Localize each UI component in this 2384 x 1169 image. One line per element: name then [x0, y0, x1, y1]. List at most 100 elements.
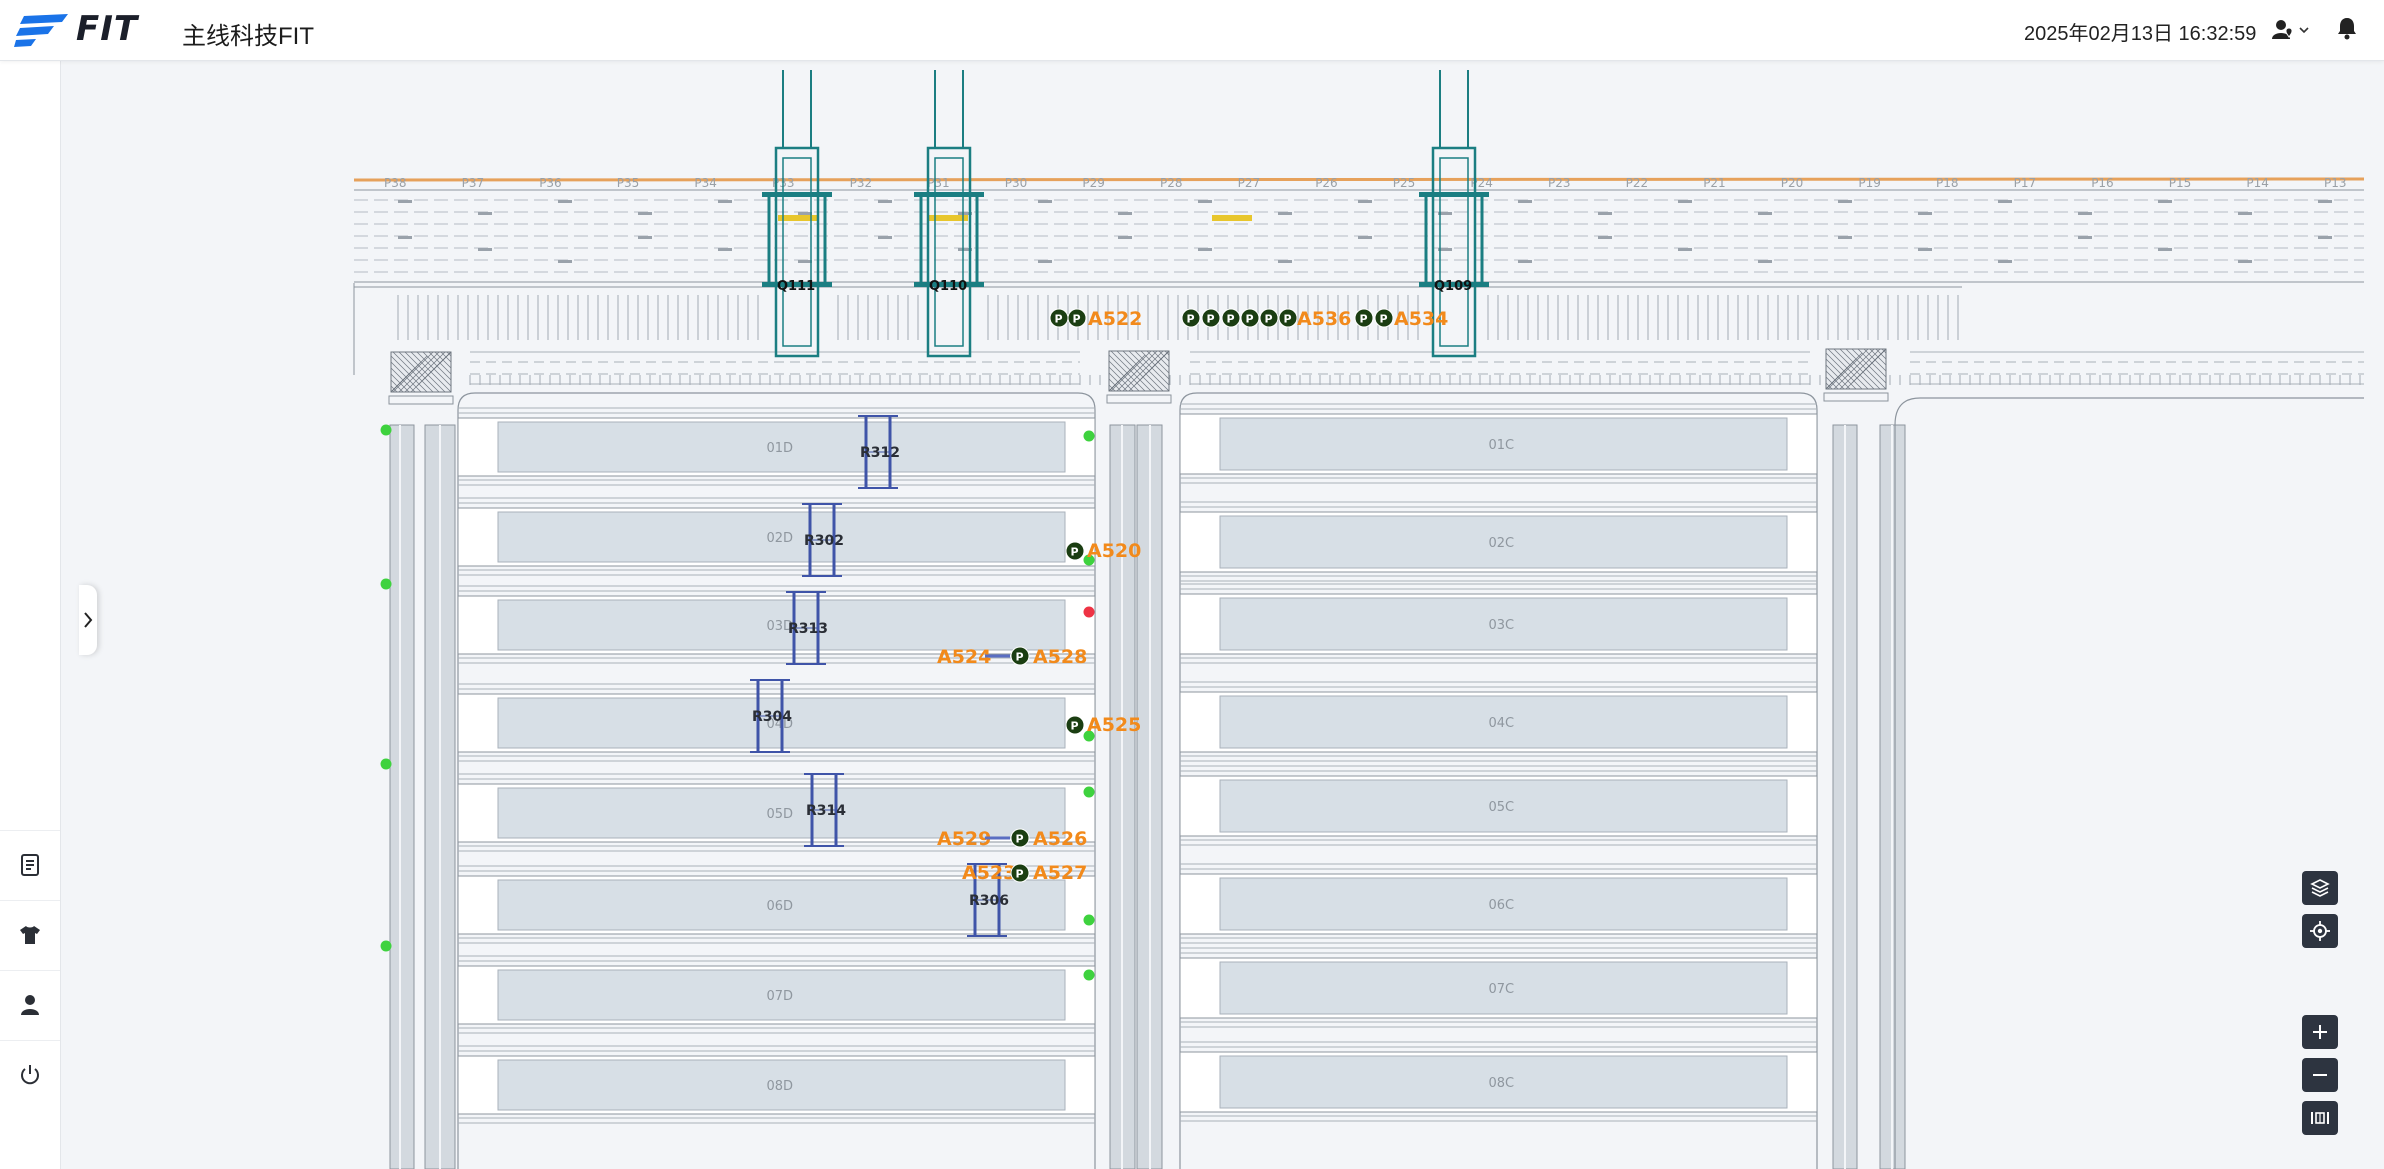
chevron-right-icon — [84, 612, 93, 628]
block-07d-label: 07D — [767, 989, 794, 1004]
crane-label-q109: Q109 — [1434, 279, 1472, 294]
chevron-down-icon — [2299, 27, 2309, 34]
status-dot-green — [380, 758, 392, 770]
vehicle-label-a520: A520 — [1087, 540, 1141, 562]
vehicle-label-a524: A524 — [937, 646, 991, 668]
vehicle-marker-icon — [1259, 308, 1279, 328]
block-05d-label: 05D — [767, 807, 794, 822]
hatch-line — [392, 351, 434, 393]
sidebar-item-logout[interactable] — [0, 1040, 60, 1109]
status-dot-green — [1083, 730, 1095, 742]
block-04c — [1219, 695, 1788, 749]
block-group-far-right — [1894, 397, 2364, 1169]
user-menu-button[interactable] — [2272, 16, 2316, 44]
block-03d-label: 03D — [767, 619, 794, 634]
sidebar-item-documents[interactable] — [0, 830, 60, 899]
lane-marker — [718, 200, 732, 203]
block-02c-label: 02C — [1489, 536, 1515, 551]
crane-beam — [1419, 282, 1489, 287]
lane-marker — [718, 248, 732, 251]
block-03c — [1219, 597, 1788, 651]
sidebar-item-uniform[interactable] — [0, 900, 60, 969]
block-08d — [497, 1059, 1066, 1111]
block-02c — [1219, 515, 1788, 569]
hatch-base — [1823, 392, 1889, 402]
zoom-out-button[interactable] — [2302, 1058, 2338, 1092]
current-datetime: 2025年02月13日 16:32:59 — [2024, 23, 2257, 45]
fit-width-button[interactable] — [2302, 1101, 2338, 1135]
hatch-line — [1164, 350, 1170, 356]
lane-label: P27 — [1238, 176, 1261, 190]
lane-marker — [1678, 200, 1692, 203]
quay-lanes — [353, 189, 2364, 375]
vehicle-marker-icon — [1201, 308, 1221, 328]
user-icon — [21, 995, 39, 1015]
sidebar-collapse-toggle[interactable] — [79, 585, 97, 655]
block-07c-label: 07C — [1489, 982, 1515, 997]
lane-label: P31 — [927, 176, 950, 190]
rtg-label-r314: R314 — [806, 803, 846, 819]
block-02d — [497, 511, 1066, 563]
lane-label: P32 — [850, 176, 873, 190]
vehicle-marker-letter: P — [1055, 313, 1063, 326]
lane-label: P26 — [1315, 176, 1338, 190]
sidebar-item-user[interactable] — [0, 970, 60, 1039]
lane-label: P17 — [2014, 176, 2037, 190]
vehicle-marker-icon — [1278, 308, 1298, 328]
zoom-in-button[interactable] — [2302, 1015, 2338, 1049]
lane-marker — [1118, 212, 1132, 215]
lane-label: P16 — [2091, 176, 2114, 190]
vehicle-label-a526: A526 — [1033, 828, 1087, 850]
rtg-label-r312: R312 — [860, 445, 900, 461]
lane-marker — [638, 236, 652, 239]
lane-marker — [558, 200, 572, 203]
lane-marker — [798, 212, 812, 215]
lane-marker — [1438, 248, 1452, 251]
zoom-out-icon — [2313, 1074, 2327, 1076]
yellow-marker — [928, 215, 968, 221]
block-group-right — [1179, 392, 1818, 1169]
lane-label: P21 — [1703, 176, 1726, 190]
block-07d — [497, 969, 1066, 1021]
yellow-marker — [778, 215, 818, 221]
lane-marker — [1758, 212, 1772, 215]
lane-marker — [1998, 260, 2012, 263]
vehicle-marker-letter: P — [1073, 313, 1081, 326]
locate-button[interactable] — [2302, 914, 2338, 948]
vehicle-marker-icon — [1240, 308, 1260, 328]
vehicle-marker-icon — [1065, 541, 1085, 561]
yard-structure — [389, 351, 2364, 1169]
fit-logo[interactable]: FIT — [14, 9, 138, 49]
notification-button[interactable] — [2336, 16, 2362, 44]
fit-logo-icon — [14, 14, 68, 47]
lane-marker — [958, 248, 972, 251]
lane-marker — [1758, 260, 1772, 263]
lane-marker — [1438, 212, 1452, 215]
crane-frame — [1431, 146, 1477, 358]
vehicle-marker-letter: P — [1187, 313, 1195, 326]
lane-marker — [878, 236, 892, 239]
lane-marker — [638, 212, 652, 215]
vehicle-marker-letter: P — [1207, 313, 1215, 326]
lane-marker — [1278, 260, 1292, 263]
vehicle-label-a527: A527 — [1033, 862, 1087, 884]
top-bar: FIT 主线科技FIT 2025年02月13日 16:32:59 — [0, 0, 2384, 61]
crane-label-q111: Q111 — [777, 279, 815, 294]
document-icon — [21, 854, 39, 876]
status-dots — [380, 424, 1095, 981]
lane-marker — [2078, 236, 2092, 239]
lane-marker — [958, 212, 972, 215]
vehicle-marker-letter: P — [1016, 833, 1024, 846]
vehicle-label-a536: A536 — [1297, 308, 1351, 330]
lane-label: P38 — [384, 176, 407, 190]
vehicle-marker-icon — [1067, 308, 1087, 328]
crane-inner — [934, 157, 964, 347]
lane-marker — [398, 200, 412, 203]
lane-label: P36 — [539, 176, 562, 190]
layers-button[interactable] — [2302, 871, 2338, 905]
lane-marker — [1358, 236, 1372, 239]
